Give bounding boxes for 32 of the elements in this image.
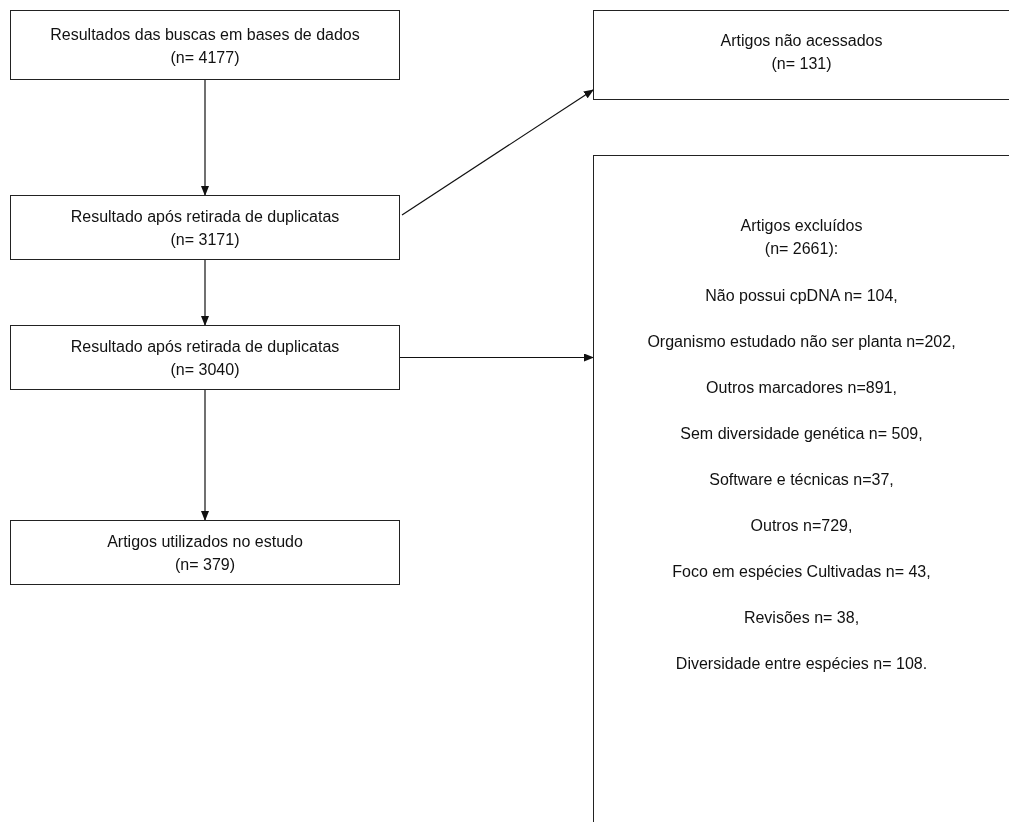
count-text: (n= 131) [770, 54, 833, 74]
exclusion-reason: Organismo estudado não ser planta n=202, [646, 332, 957, 352]
arrow [399, 353, 594, 362]
exclusion-box [593, 10, 1009, 100]
exclusion-reason: Software e técnicas n=37, [708, 470, 895, 490]
exclusion-reason: Sem diversidade genética n= 509, [679, 424, 924, 444]
exclusion-reason: Não possui cpDNA n= 104, [704, 286, 899, 306]
arrow [201, 259, 209, 326]
box-heading: Resultado após retirada de duplicatas [69, 337, 341, 357]
process-box [10, 195, 400, 260]
box-heading: Artigos não acessados [719, 31, 884, 51]
count-text: (n= 3040) [169, 360, 241, 380]
process-box [10, 325, 400, 390]
exclusion-reason: Foco em espécies Cultivadas n= 43, [671, 562, 932, 582]
process-box [10, 10, 400, 80]
box-heading: Artigos utilizados no estudo [106, 532, 304, 552]
count-text: (n= 3171) [169, 230, 241, 250]
count-text: (n= 2661): [763, 239, 840, 259]
arrow [201, 79, 209, 196]
exclusion-box [593, 155, 1009, 822]
box-heading: Resultados das buscas em bases de dados [49, 25, 361, 45]
arrow [401, 89, 594, 216]
exclusion-reason: Outros n=729, [749, 516, 854, 536]
box-heading: Resultado após retirada de duplicatas [69, 207, 341, 227]
count-text: (n= 4177) [169, 48, 241, 68]
process-box [10, 520, 400, 585]
exclusion-reason: Revisões n= 38, [742, 608, 861, 628]
arrow [201, 389, 209, 521]
exclusion-reason: Outros marcadores n=891, [705, 378, 898, 398]
exclusion-reason: Diversidade entre espécies n= 108. [674, 654, 929, 674]
count-text: (n= 379) [173, 555, 236, 575]
box-heading: Artigos excluídos [739, 216, 864, 236]
